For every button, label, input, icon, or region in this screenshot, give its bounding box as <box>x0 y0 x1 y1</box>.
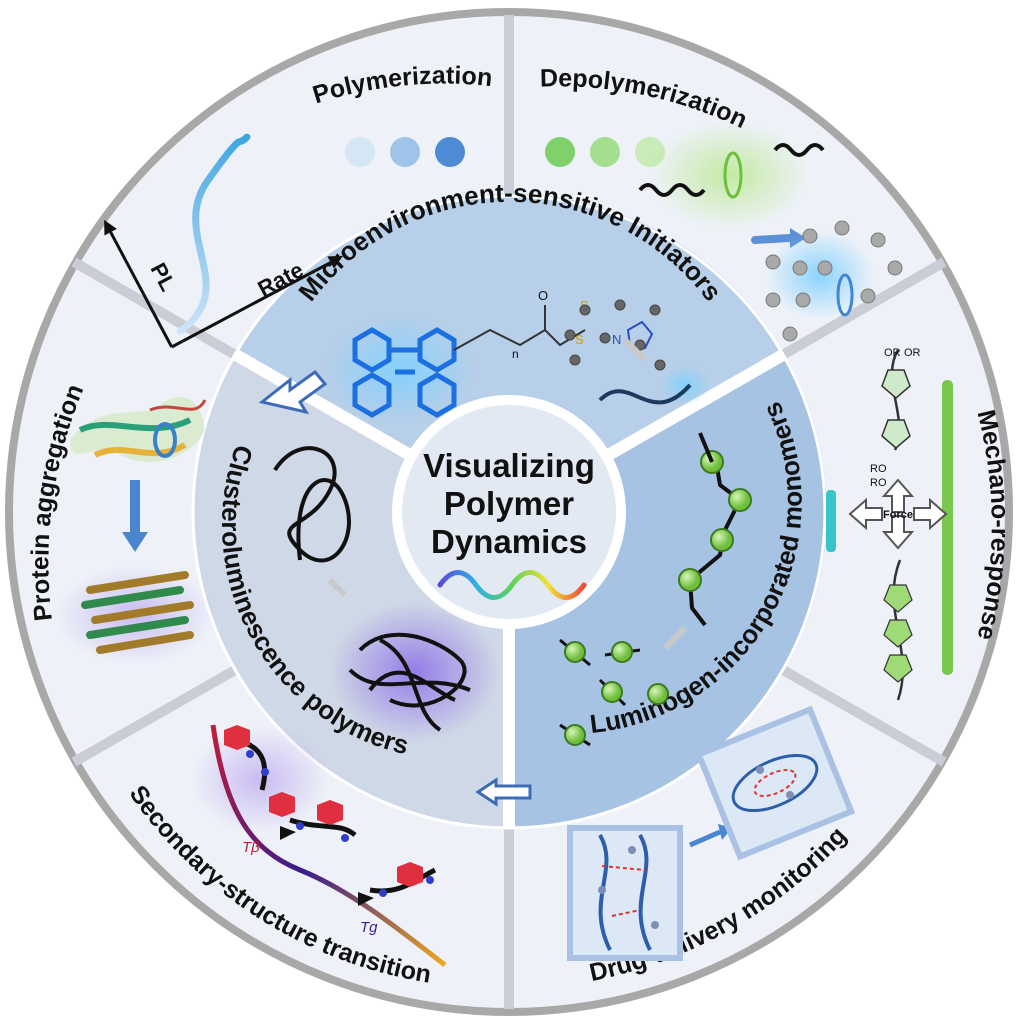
monomers-illustration <box>559 432 752 747</box>
chem-s1: S <box>575 332 584 347</box>
green-fiber <box>942 380 953 675</box>
drug-delivery-illustration <box>567 705 856 961</box>
arrow-initiator-to-cluster <box>258 369 328 415</box>
center-title-line3: Dynamics <box>431 523 587 560</box>
chem-o: O <box>538 288 548 303</box>
center-title-line1: Visualizing <box>423 447 595 484</box>
center-circle <box>392 395 626 629</box>
chem-n-subscript: n <box>512 347 519 361</box>
center-title-line2: Polymer <box>444 485 574 522</box>
chem-n: N <box>612 332 621 347</box>
force-label: Force <box>883 509 913 521</box>
cluster-illustration <box>273 446 500 742</box>
chem-ro-1: RO <box>870 463 887 475</box>
force-arrows <box>848 478 948 550</box>
initiators-illustration: O S S N n <box>325 288 710 425</box>
chem-or-top-2: OR <box>904 347 921 359</box>
t-g-label: Tg <box>360 919 378 936</box>
chem-or-top-1: OR <box>884 347 901 359</box>
pl-rate-plot <box>104 133 343 349</box>
protein-illustration <box>55 397 215 665</box>
cyan-fiber <box>826 490 836 552</box>
arrow-monomers-to-cluster <box>475 777 532 807</box>
depolymerization-illustration <box>545 120 903 342</box>
mechano-illustration: OR OR RO RO Force <box>826 347 953 701</box>
t-beta-label: Tβ <box>242 839 260 856</box>
rainbow-wave <box>437 570 587 600</box>
chem-ro-2: RO <box>870 477 887 489</box>
secondary-structure-illustration: Tβ Tg <box>190 724 447 967</box>
